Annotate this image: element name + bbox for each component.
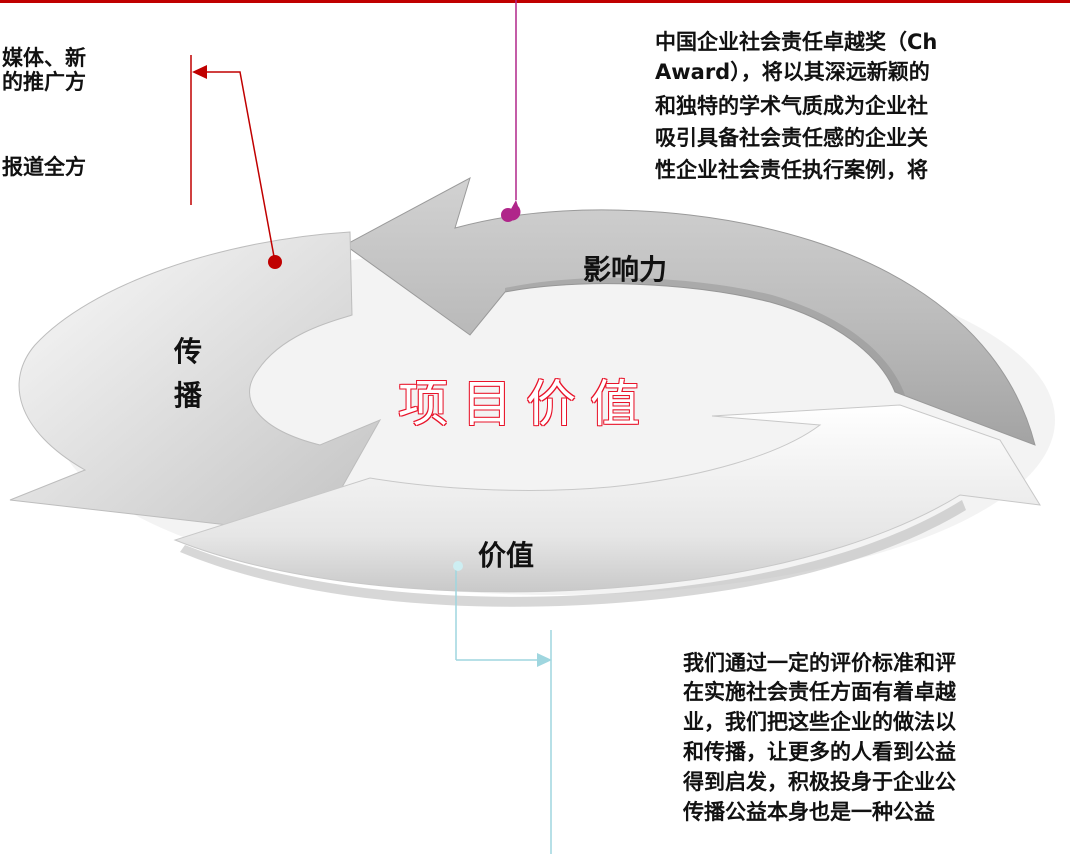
top-left-text-line-1: 媒体、新 — [2, 46, 86, 70]
value-label: 价值 — [478, 539, 535, 572]
top-left-text-line-2: 的推广方 — [2, 70, 86, 94]
bottom-right-text-line-1: 我们通过一定的评价标准和评 — [683, 651, 956, 675]
influence-arrow-shape — [344, 176, 1036, 446]
value-connector-dot — [453, 561, 463, 571]
top-right-text-line-3: 和独特的学术气质成为企业社 — [655, 94, 928, 118]
spread-arrow-shape — [9, 231, 382, 536]
top-right-text-line-2: Award），将以其深远新颖的 — [655, 60, 930, 84]
spread-label-line2: 播 — [174, 379, 203, 412]
value-connector-arrowhead — [537, 653, 552, 667]
influence-label: 影响力 — [583, 253, 668, 286]
top-left-text-line-4: 报道全方 — [2, 155, 86, 179]
spread-connector-dot — [268, 255, 282, 269]
bottom-right-text-line-5: 得到启发，积极投身于企业公 — [683, 770, 956, 794]
top-right-text-line-4: 吸引具备社会责任感的企业关 — [655, 126, 928, 150]
bottom-right-text-line-3: 业，我们把这些企业的做法以 — [683, 710, 956, 734]
spread-connector-arrowhead — [192, 65, 207, 79]
top-right-text-line-1: 中国企业社会责任卓越奖（Ch — [655, 30, 938, 54]
center-title: 项目价值 — [398, 375, 654, 433]
bottom-right-text-line-2: 在实施社会责任方面有着卓越 — [683, 680, 956, 704]
bottom-right-text-line-4: 和传播，让更多的人看到公益 — [683, 740, 956, 764]
top-accent-bar — [0, 0, 1070, 3]
spread-label-line1: 传 — [174, 335, 203, 368]
top-right-text-line-5: 性企业社会责任执行案例，将 — [655, 158, 928, 182]
spread-connector-line — [200, 71, 276, 263]
bottom-right-text-line-6: 传播公益本身也是一种公益 — [683, 800, 935, 824]
value-arrow-shape — [173, 404, 1041, 593]
